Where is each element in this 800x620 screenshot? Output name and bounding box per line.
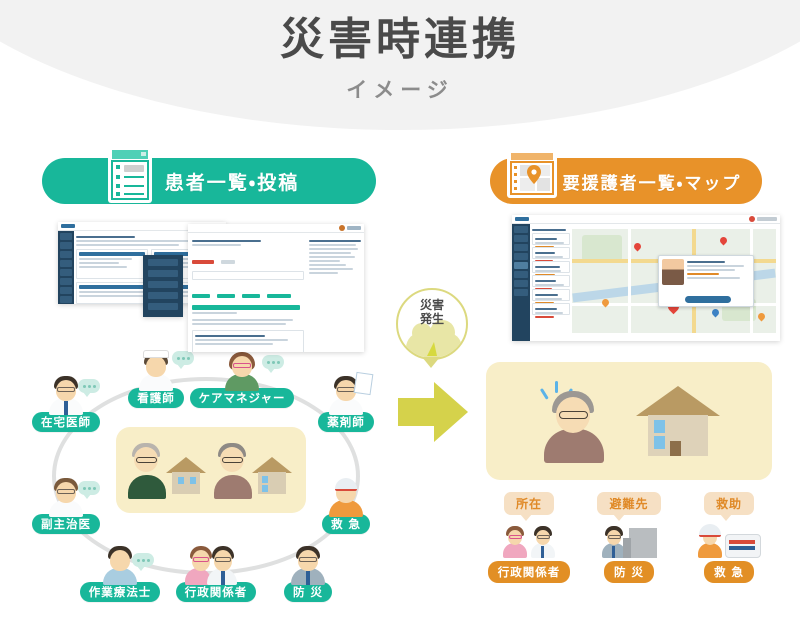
- responder-emergency-bubble: 救助: [703, 492, 754, 521]
- patients-center-card: [116, 427, 306, 513]
- responder-government-bubble: 所在: [503, 492, 554, 521]
- speech-bubble: [172, 351, 194, 369]
- pharmacist-avatar: [325, 371, 374, 415]
- therapist-avatar: [99, 545, 141, 585]
- patient-list-sidebar-screenshot[interactable]: [143, 255, 183, 317]
- disaster-label-line2: 発生: [419, 311, 444, 326]
- role-deputy-doctor-label: 副主治医: [32, 514, 100, 535]
- role-pharmacist[interactable]: 薬剤師: [300, 371, 392, 433]
- banner-patient-list-label: 患者一覧・投稿: [164, 171, 300, 194]
- banner-map-list-label: 要援護者一覧・マップ: [562, 173, 742, 194]
- role-emergency-label: 救 急: [321, 514, 370, 535]
- role-pharmacist-label: 薬剤師: [318, 412, 374, 433]
- mock-topbar: [188, 224, 364, 233]
- mock-post-column: [192, 238, 304, 352]
- document-list-icon: [104, 146, 156, 208]
- elderly-man-with-house: [128, 441, 208, 499]
- page-subtitle: イメージ: [346, 77, 454, 102]
- banner-patient-list[interactable]: 患者一覧・投稿: [42, 147, 376, 204]
- mock-right-list: [309, 238, 361, 276]
- lightning-bolt-icon: [427, 342, 439, 356]
- emergency-worker-avatar: [325, 477, 367, 517]
- distress-marks-icon: [539, 379, 574, 401]
- shelter-building-icon: [601, 522, 657, 558]
- post-timeline-screenshot[interactable]: [188, 224, 364, 352]
- responder-columns: 所在 行政関係者 避難先: [484, 492, 774, 592]
- nurse-avatar: [135, 350, 177, 391]
- speech-bubble: [78, 481, 100, 499]
- disaster-label-line1: 災害: [419, 298, 444, 312]
- mock-topbar: [58, 222, 226, 231]
- home-doctor-avatar: [45, 375, 87, 415]
- disaster-officer-avatar: [287, 545, 329, 585]
- role-occupational-therapist[interactable]: 作業療法士: [74, 545, 166, 603]
- government-officials-avatar: [502, 522, 556, 558]
- storm-cloud-lightning-icon: [406, 320, 462, 358]
- role-deputy-doctor[interactable]: 副主治医: [20, 477, 112, 535]
- role-nurse-label: 看護師: [128, 388, 184, 409]
- banner-map-list[interactable]: 要援護者一覧・マップ: [490, 150, 762, 204]
- title-block: 災害時連携 イメージ: [0, 14, 800, 104]
- role-occupational-therapist-label: 作業療法士: [79, 582, 161, 603]
- ambulance-vehicle-icon: [725, 534, 761, 558]
- house-icon: [636, 386, 720, 456]
- mock-logo: [61, 224, 75, 228]
- page-title: 災害時連携: [280, 14, 520, 65]
- role-government-label: 行政関係者: [175, 582, 257, 603]
- role-emergency[interactable]: 救 急: [300, 477, 392, 535]
- role-nurse[interactable]: 看護師: [110, 350, 202, 409]
- responder-disaster-label: 防 災: [603, 561, 654, 583]
- disaster-badge: 災害 発生: [396, 288, 468, 368]
- responder-emergency[interactable]: 救助 救 急: [684, 492, 774, 592]
- speech-bubble: [132, 553, 154, 571]
- government-officials-avatar: [185, 545, 243, 585]
- map-popup-button[interactable]: [685, 296, 731, 303]
- avatar: [662, 259, 684, 285]
- deputy-doctor-avatar: [45, 477, 87, 517]
- mock-sidebar: [512, 224, 530, 341]
- care-team-circle: 看護師 ケアマネジャー 薬剤師: [20, 350, 392, 605]
- care-manager-avatar: [221, 351, 263, 391]
- role-government[interactable]: 行政関係者: [170, 545, 262, 603]
- responder-disaster-bubble: 避難先: [597, 492, 661, 521]
- role-care-manager-label: ケアマネジャー: [189, 388, 295, 409]
- role-disaster-prevention-label: 防 災: [283, 582, 332, 603]
- distressed-elderly-woman-icon: [538, 379, 616, 463]
- speech-bubble: [262, 355, 284, 373]
- mock-sidebar: [58, 231, 74, 304]
- role-home-doctor-label: 在宅医師: [32, 412, 100, 433]
- transition-arrow: [398, 382, 468, 442]
- responder-government[interactable]: 所在 行政関係者: [484, 492, 574, 592]
- responder-government-label: 行政関係者: [487, 561, 571, 583]
- role-care-manager[interactable]: ケアマネジャー: [189, 351, 295, 409]
- building-icon: [623, 528, 657, 558]
- role-home-doctor[interactable]: 在宅医師: [20, 375, 112, 433]
- responder-emergency-label: 救 急: [703, 561, 754, 583]
- elderly-woman-with-house: [214, 441, 294, 499]
- mock-topbar: [512, 215, 780, 224]
- map-person-popup[interactable]: [658, 255, 754, 307]
- role-disaster-prevention[interactable]: 防 災: [262, 545, 354, 603]
- disaster-badge-tail: [422, 357, 440, 368]
- disaster-badge-circle: 災害 発生: [396, 288, 468, 360]
- map-view[interactable]: [572, 229, 776, 333]
- mock-person-list: [532, 227, 570, 337]
- map-pin-window-icon: [504, 148, 560, 206]
- ambulance-icon: [697, 522, 761, 558]
- victim-panel: [486, 362, 772, 480]
- vulnerable-persons-map-screenshot[interactable]: [512, 215, 780, 341]
- speech-bubble: [78, 379, 100, 397]
- responder-disaster-prevention[interactable]: 避難先 防 災: [584, 492, 674, 592]
